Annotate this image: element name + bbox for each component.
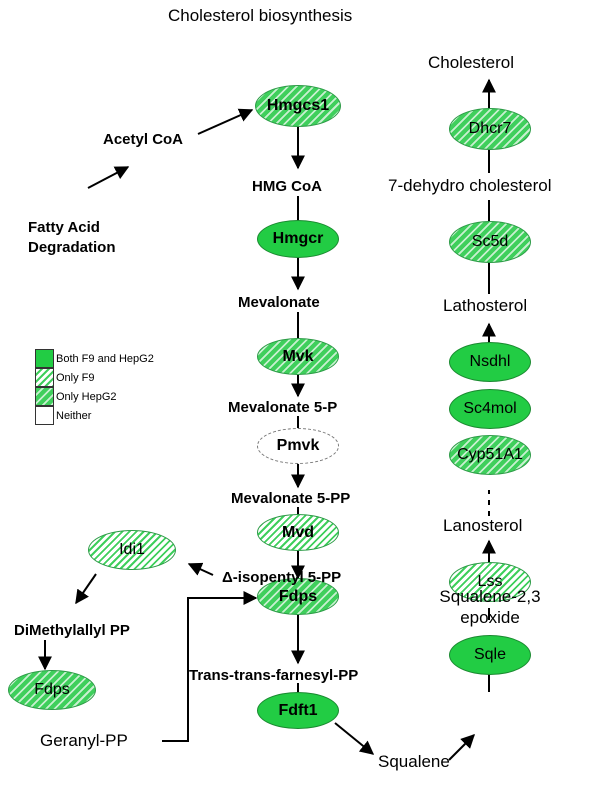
metabolite-lanosterol: Lanosterol (443, 516, 523, 535)
enzyme-label: Mvd (282, 523, 314, 541)
enzyme-fdps-left: Fdps (8, 670, 96, 710)
arrow-idi1-to-dimethylallyl (75, 573, 97, 605)
metabolite-cholesterol: Cholesterol (428, 53, 514, 72)
metabolite-acetyl-coa: Acetyl CoA (103, 131, 184, 148)
enzyme-label: Cyp51A1 (457, 446, 523, 463)
enzyme-sc5d: Sc5d (449, 221, 531, 263)
enzyme-cyp51a1: Cyp51A1 (449, 435, 531, 475)
enzyme-label: Fdps (278, 587, 318, 605)
enzyme-label: Sc4mol (463, 400, 517, 417)
metabolite-trans-farnesyl-pp: Trans-trans-farnesyl-PP (189, 667, 359, 684)
legend-swatch-both (35, 349, 54, 368)
arrow-fatty-to-acetyl (87, 166, 130, 189)
enzyme-label: Hmgcs1 (266, 97, 330, 114)
enzyme-label: Idi1 (119, 541, 145, 558)
legend-swatch-hepg2 (35, 387, 54, 406)
metabolite-isopentyl-5pp: Δ-isopentyl 5-PP (222, 569, 342, 586)
enzyme-fdft1: Fdft1 (257, 692, 339, 729)
enzyme-sqle: Sqle (449, 635, 531, 675)
enzyme-label: Fdft1 (278, 701, 318, 719)
legend-swatch-f9 (35, 368, 54, 387)
legend-item-both: Both F9 and HepG2 (35, 349, 154, 368)
legend-label: Only F9 (56, 371, 95, 384)
enzyme-idi1: Idi1 (88, 530, 176, 570)
legend-swatch-neither (35, 406, 54, 425)
enzyme-label: Hmgcr (272, 230, 324, 247)
enzyme-sc4mol: Sc4mol (449, 389, 531, 429)
metabolite-lathosterol: Lathosterol (443, 296, 528, 315)
legend-item-f9: Only F9 (35, 368, 154, 387)
enzyme-label: Fdps (34, 681, 70, 698)
legend-item-hepg2: Only HepG2 (35, 387, 154, 406)
enzyme-fdps-main: Fdps (257, 578, 339, 615)
arrow-geranyl-to-fdps (162, 591, 258, 742)
enzyme-hmgcr: Hmgcr (257, 220, 339, 258)
enzyme-mvd: Mvd (257, 514, 339, 551)
legend: Both F9 and HepG2 Only F9 Only HepG2 Nei… (35, 349, 154, 425)
enzyme-label: Lss (477, 573, 503, 590)
arrow-isopentyl-to-idi1 (187, 562, 214, 576)
legend-item-neither: Neither (35, 406, 154, 425)
arrow-fdft1-to-squalene (334, 722, 375, 755)
metabolite-7-dehydro-cholesterol: 7-dehydro cholesterol (388, 176, 552, 195)
metabolite-mevalonate-5p: Mevalonate 5-P (228, 399, 338, 416)
enzyme-dhcr7: Dhcr7 (449, 108, 531, 150)
metabolite-hmg-coa: HMG CoA (252, 178, 322, 195)
legend-label: Both F9 and HepG2 (56, 352, 154, 365)
enzyme-nsdhl: Nsdhl (449, 342, 531, 382)
enzyme-label: Mvk (282, 347, 314, 365)
arrow-squalene-to-sqle (448, 734, 475, 761)
metabolite-fatty-acid-degradation: Fatty Acid Degradation (28, 219, 116, 256)
arrow-acetyl-to-hmgcs1 (197, 108, 254, 135)
enzyme-label: Sc5d (471, 233, 509, 250)
enzyme-lss: Lss (449, 562, 531, 602)
metabolite-squalene-epoxide: Squalene-2,3 epoxide (439, 587, 541, 627)
enzyme-label: Sqle (473, 646, 507, 663)
metabolite-squalene: Squalene (378, 752, 450, 771)
enzyme-mvk: Mvk (257, 338, 339, 375)
enzyme-hmgcs1: Hmgcs1 (255, 85, 341, 127)
enzyme-pmvk: Pmvk (257, 428, 339, 464)
metabolite-geranyl-pp: Geranyl-PP (40, 731, 128, 750)
enzyme-label: Dhcr7 (468, 120, 512, 137)
enzyme-label: Nsdhl (469, 353, 511, 370)
enzyme-label: Pmvk (276, 437, 320, 454)
metabolite-mevalonate-5pp: Mevalonate 5-PP (231, 490, 351, 507)
diagram-title: Cholesterol biosynthesis (168, 6, 353, 25)
metabolite-dimethylallyl-pp: DiMethylallyl PP (14, 622, 130, 639)
legend-label: Only HepG2 (56, 390, 117, 403)
legend-label: Neither (56, 409, 92, 422)
metabolite-mevalonate: Mevalonate (238, 294, 320, 311)
